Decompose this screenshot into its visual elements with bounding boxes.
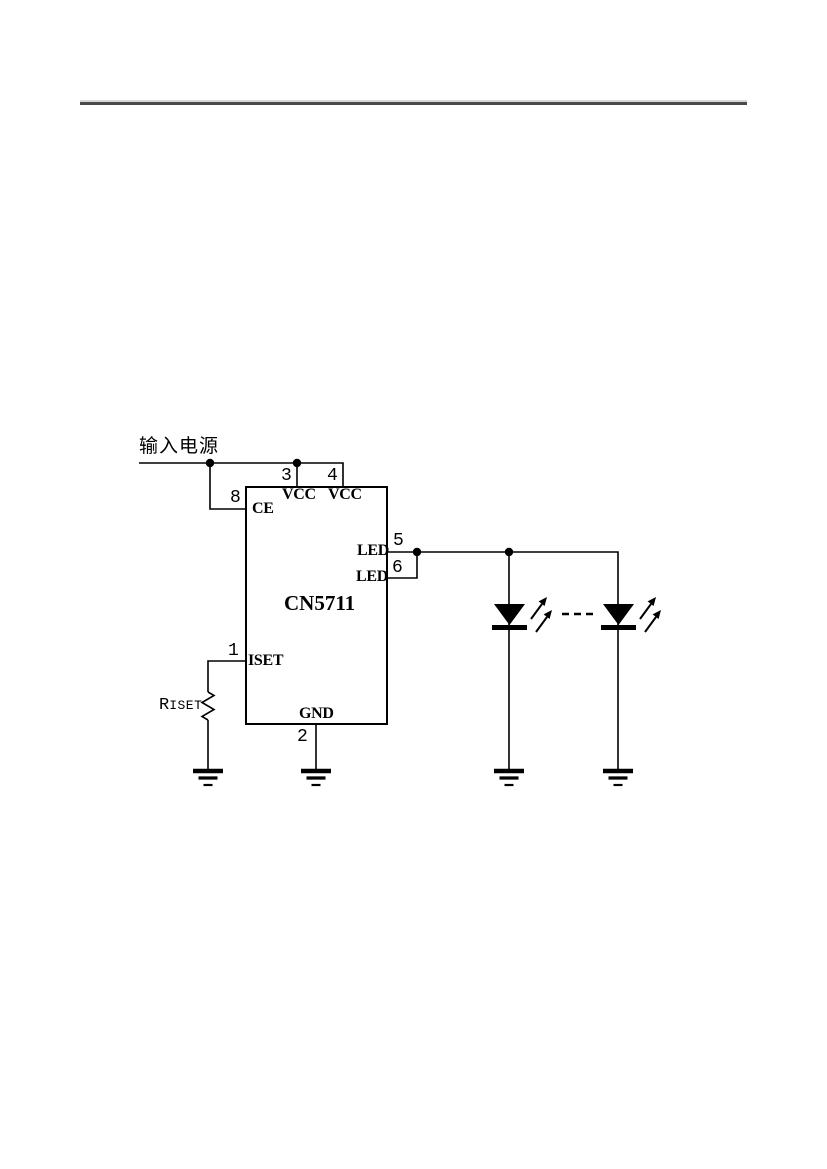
- pin3-number: 3: [281, 466, 292, 486]
- ground-symbol: [193, 771, 223, 785]
- resistor-label: RISET: [159, 697, 202, 714]
- ground-symbol: [603, 771, 633, 785]
- iset-pin1-wire: [207, 660, 246, 692]
- pin1-label-iset: ISET: [248, 652, 284, 669]
- pin5-number: 5: [393, 531, 404, 551]
- led-light-arrow: [639, 596, 657, 620]
- pin5-label-led: LED: [357, 542, 389, 559]
- junction-dot: [205, 458, 215, 468]
- resistor-zigzag: [200, 691, 216, 721]
- led-light-arrow: [644, 609, 662, 633]
- led-pin6-wire: [387, 552, 418, 579]
- led-triangle: [603, 604, 634, 625]
- pin1-number: 1: [228, 641, 239, 661]
- resistor-label-subscript: ISET: [169, 698, 203, 713]
- pin2-number: 2: [297, 727, 308, 747]
- ic-part-number: CN5711: [284, 591, 356, 615]
- pin6-label-led: LED: [356, 568, 388, 585]
- ic-body: [245, 486, 388, 725]
- led-light-arrow: [535, 609, 553, 633]
- resistor-label-prefix: R: [159, 696, 170, 715]
- ground-symbol: [301, 771, 331, 785]
- pin4-number: 4: [327, 466, 338, 486]
- led1-symbol: [492, 596, 553, 633]
- led-triangle: [494, 604, 525, 625]
- pin8-label-ce: CE: [252, 500, 274, 517]
- led-pin5-rail-wire: [387, 551, 619, 771]
- pin8-number: 8: [230, 488, 241, 508]
- led-light-arrow: [530, 596, 548, 620]
- junction-dot: [292, 458, 302, 468]
- pin6-number: 6: [392, 558, 403, 578]
- junction-dot: [412, 547, 422, 557]
- led2-symbol: [601, 596, 662, 633]
- pin3-label-vcc: VCC: [282, 486, 316, 503]
- header-divider: [80, 100, 747, 105]
- input-power-wire: [139, 462, 344, 487]
- ground-symbol: [494, 771, 524, 785]
- junction-dots: [205, 458, 514, 557]
- pin4-label-vcc: VCC: [328, 486, 362, 503]
- ce-pin8-wire: [209, 463, 246, 510]
- pin2-label-gnd: GND: [299, 705, 334, 722]
- input-power-label: 输入电源: [139, 435, 220, 457]
- junction-dot: [504, 547, 514, 557]
